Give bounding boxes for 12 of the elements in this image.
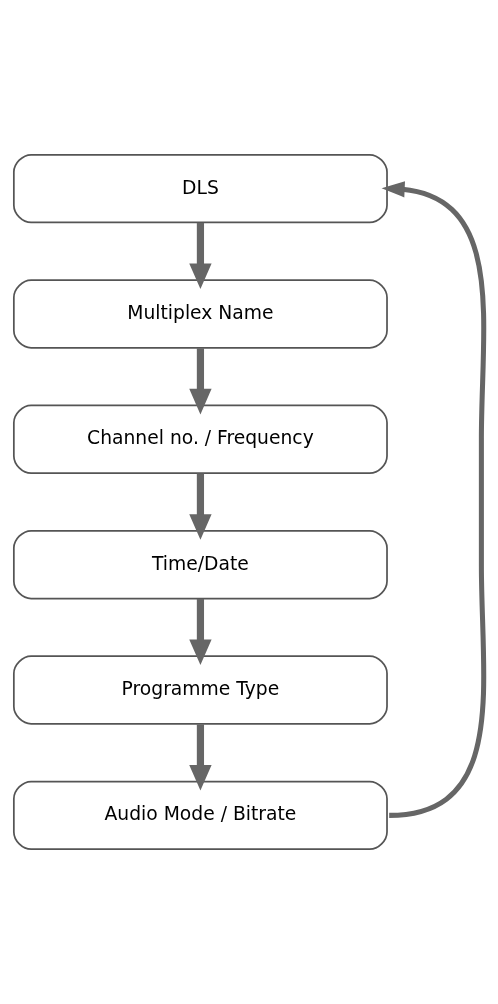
node-box: Audio Mode / Bitrate bbox=[12, 780, 388, 851]
node-box: DLS bbox=[12, 153, 388, 224]
arrow bbox=[189, 598, 212, 666]
arrow bbox=[189, 348, 212, 415]
arrow bbox=[189, 222, 212, 289]
arrow bbox=[189, 473, 212, 540]
node-box: Channel no. / Frequency bbox=[12, 404, 388, 475]
node-box: Time/Date bbox=[12, 529, 388, 600]
node-box: Programme Type bbox=[12, 655, 388, 725]
arrow bbox=[189, 724, 212, 791]
arrow bbox=[381, 181, 487, 818]
node-box: Multiplex Name bbox=[12, 279, 388, 349]
